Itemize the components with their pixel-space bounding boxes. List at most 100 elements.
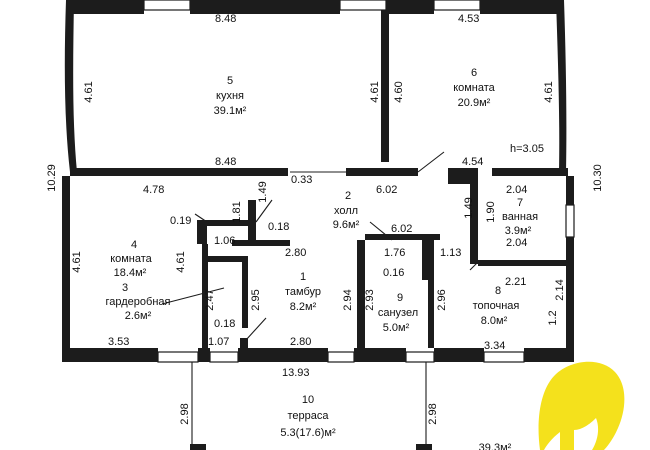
wall-bath-bottom xyxy=(478,260,566,266)
room-area: 5.0м² xyxy=(383,322,410,334)
dim-label: 4.61 xyxy=(543,81,555,102)
dim-label: 6.02 xyxy=(391,223,412,235)
wall-top-right xyxy=(480,0,560,14)
dim-label: 1.90 xyxy=(485,201,497,222)
dim-label: 1.06 xyxy=(214,235,235,247)
dim-label: 1.49 xyxy=(257,181,269,202)
room-boiler: 8 топочная 8.0м² xyxy=(473,285,520,327)
door-bottom-1 xyxy=(327,351,355,363)
dim-label: 0.18 xyxy=(214,318,235,330)
room-hall: 2 холл 9.6м² xyxy=(333,190,360,231)
wall-vestibule-right xyxy=(357,240,365,348)
wall-wardrobe-top xyxy=(208,256,248,262)
dim-label: 6.02 xyxy=(376,184,397,196)
wall-toilet-top xyxy=(365,234,440,240)
dim-label: 2.21 xyxy=(505,276,526,288)
room-wardrobe: 3 гардеробная 2.6м² xyxy=(106,282,171,322)
walls xyxy=(62,0,575,363)
room-4: 4 комната 18.4м² xyxy=(110,239,152,279)
wall-left-lower xyxy=(62,176,70,352)
wall-mid-hall xyxy=(346,168,418,176)
room-kitchen: 5 кухня 39.1м² xyxy=(214,75,247,117)
dim-label: 0.18 xyxy=(268,221,289,233)
door-room4 xyxy=(255,199,273,223)
dim-label: 1.49 xyxy=(463,197,475,218)
dim-label: 2.80 xyxy=(285,247,306,259)
wall-top-left xyxy=(66,0,144,14)
elephant-logo-icon xyxy=(538,361,625,450)
wall-top-room6 xyxy=(386,0,434,14)
terrace-post-left xyxy=(190,444,206,450)
dim-label: 8.48 xyxy=(215,156,236,168)
terrace xyxy=(190,362,432,450)
wall-bottom-3 xyxy=(238,348,328,362)
dim-label: 4.60 xyxy=(393,81,405,102)
dim-label: 10.30 xyxy=(592,164,604,192)
wall-bottom-1 xyxy=(62,348,158,362)
room-area: 8.2м² xyxy=(290,301,317,313)
wall-toilet-right xyxy=(428,240,434,348)
wall-mid-left xyxy=(70,168,288,176)
wall-stub-149 xyxy=(248,200,256,240)
room-terrace: 10 терраса 5.3(17.6)м² xyxy=(280,394,336,439)
dim-label: 4.78 xyxy=(143,184,164,196)
room-name: ванная xyxy=(502,211,538,223)
dim-label: 4.53 xyxy=(458,13,479,25)
wall-mid-right xyxy=(492,168,568,176)
room-number: 9 xyxy=(397,292,403,304)
dim-label: 2.14 xyxy=(554,279,566,300)
room-number: 5 xyxy=(227,75,233,87)
ceiling-height-label: h=3.05 xyxy=(510,143,544,155)
dim-label: 10.29 xyxy=(46,164,58,192)
wall-wardrobe-right xyxy=(242,262,248,328)
dim-label: 2.96 xyxy=(436,289,448,310)
window-top-2 xyxy=(339,0,387,11)
wall-bottom-6 xyxy=(524,348,574,362)
wall-door-stub xyxy=(240,338,248,350)
room-name: холл xyxy=(334,205,358,217)
room-name: гардеробная xyxy=(106,296,171,308)
room-number: 2 xyxy=(345,190,351,202)
room-bath: 7 ванная 3.9м² xyxy=(502,197,538,237)
dim-label: 2.94 xyxy=(342,289,354,310)
room-area: 8.0м² xyxy=(481,315,508,327)
room-name: кухня xyxy=(216,90,244,102)
dim-label: 1.07 xyxy=(208,336,229,348)
dim-label: 4.61 xyxy=(83,81,95,102)
window-top-1 xyxy=(143,0,191,11)
room-name: тамбур xyxy=(285,286,321,298)
window-bottom-2 xyxy=(209,351,239,363)
wall-toilet-inner xyxy=(422,240,428,280)
dim-label: 4.61 xyxy=(71,251,83,272)
room-number: 3 xyxy=(122,282,128,294)
room-number: 10 xyxy=(302,394,314,406)
dim-label: 2.93 xyxy=(364,289,376,310)
room-name: комната xyxy=(110,253,152,265)
wall-bottom-2 xyxy=(198,348,210,362)
room-area: 3.9м² xyxy=(505,225,532,237)
door-vestibule xyxy=(245,317,267,341)
dim-label: 4.54 xyxy=(462,156,483,168)
dim-label: 2.47 xyxy=(204,289,216,310)
dim-label: 8.48 xyxy=(215,13,236,25)
room-6: 6 комната 20.9м² xyxy=(453,67,495,109)
room-number: 4 xyxy=(131,239,137,251)
dim-label: 2.80 xyxy=(290,336,311,348)
room-number: 6 xyxy=(471,67,477,79)
dimension-labels: 8.48 4.53 8.48 0.33 4.78 6.02 4.54 h=3.0… xyxy=(46,13,604,425)
window-bath xyxy=(565,204,575,238)
door-toilet xyxy=(369,221,393,241)
dim-label: 1.2 xyxy=(547,310,559,325)
dim-label: 3.34 xyxy=(484,340,505,352)
room-area: 20.9м² xyxy=(458,97,491,109)
room-area: 39.1м² xyxy=(214,105,247,117)
dim-label: 2.98 xyxy=(179,403,191,424)
terrace-post-right xyxy=(416,444,432,450)
door-wardrobe xyxy=(194,213,208,223)
wall-bottom-5 xyxy=(434,348,484,362)
wall-right-lower xyxy=(566,176,574,352)
dim-label: 1.13 xyxy=(440,247,461,259)
room-name: санузел xyxy=(378,307,418,319)
wall-top-mid xyxy=(190,0,340,14)
room-name: топочная xyxy=(473,300,520,312)
